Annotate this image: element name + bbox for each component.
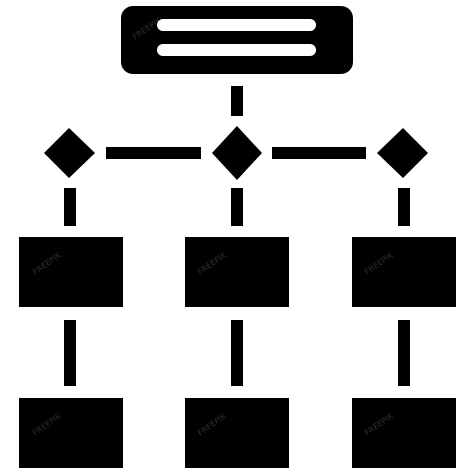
process-box-left-1 <box>19 237 123 307</box>
connector-left-rows <box>64 320 76 386</box>
connector-center-rows <box>231 320 243 386</box>
connector-right-rows <box>398 320 410 386</box>
process-box-right-1 <box>352 237 456 307</box>
process-box-right-2 <box>352 398 456 468</box>
process-box-center-2 <box>185 398 289 468</box>
decision-diamond-center <box>212 126 262 180</box>
header-line-2 <box>157 44 316 56</box>
connector-center-diamond-box <box>231 188 243 226</box>
watermark-layer: FREEPIK FREEPIK FREEPIK FREEPIK FREEPIK … <box>31 15 396 438</box>
connector-right-diamond-box <box>398 188 410 226</box>
decision-diamond-left <box>44 128 95 178</box>
decision-diamond-right <box>377 128 428 178</box>
header-line-1 <box>157 19 316 31</box>
process-box-center-1 <box>185 237 289 307</box>
connector-left-diamond-box <box>64 188 76 226</box>
process-box-left-2 <box>19 398 123 468</box>
connector-header-center <box>231 86 243 116</box>
connector-center-right <box>272 147 366 159</box>
connector-left-center <box>106 147 201 159</box>
